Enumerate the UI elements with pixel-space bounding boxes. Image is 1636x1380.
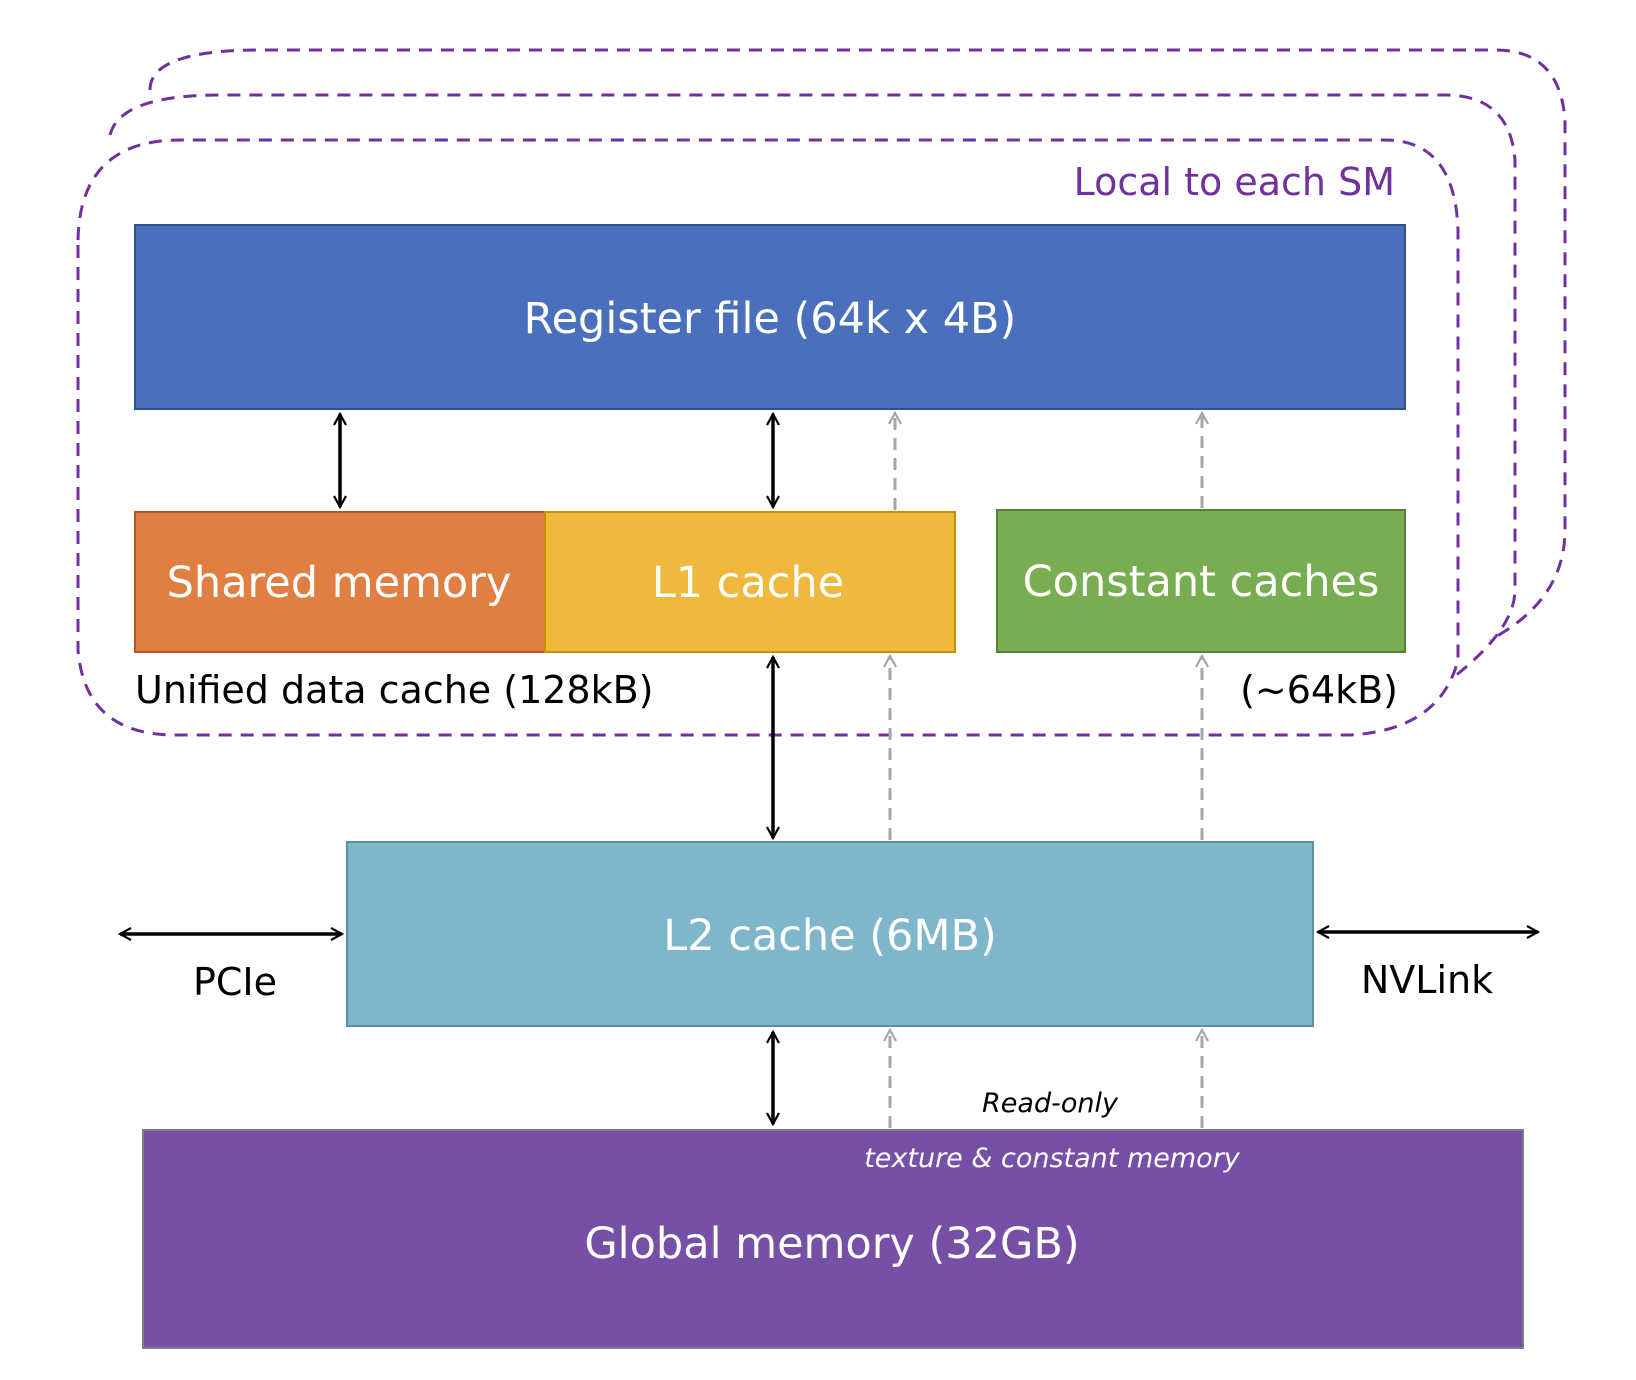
l2-cache-label: L2 cache (6MB) bbox=[663, 911, 997, 961]
global-memory-box bbox=[142, 1129, 1524, 1349]
dashed-arrows bbox=[890, 413, 1202, 1128]
register-file-box bbox=[134, 224, 1406, 410]
nvlink-label: NVLink bbox=[1361, 958, 1493, 1002]
l1-cache-box bbox=[544, 511, 956, 653]
global-memory-label: Global memory (32GB) bbox=[584, 1219, 1079, 1269]
sm-outline-middle bbox=[108, 93, 1517, 682]
l2-cache-box bbox=[346, 841, 1314, 1027]
texture-constant-label: texture & constant memory bbox=[864, 1143, 1241, 1174]
sm-outline-back bbox=[148, 48, 1567, 642]
sm-region bbox=[76, 48, 1567, 737]
read-only-label: Read-only bbox=[982, 1088, 1119, 1119]
l1-cache-label: L1 cache bbox=[652, 558, 844, 608]
unified-cache-label: Unified data cache (128kB) bbox=[135, 668, 654, 712]
pcie-label: PCIe bbox=[193, 960, 277, 1004]
sm-label: Local to each SM bbox=[1074, 160, 1395, 204]
constant-caches-label: Constant caches bbox=[1023, 557, 1380, 607]
shared-memory-label: Shared memory bbox=[167, 558, 512, 608]
shared-memory-box bbox=[134, 511, 546, 653]
solid-arrows bbox=[120, 414, 1538, 1124]
constant-size-label: (~64kB) bbox=[1240, 668, 1398, 712]
sm-outline-front bbox=[76, 138, 1460, 737]
constant-caches-box bbox=[996, 509, 1406, 653]
register-file-label: Register file (64k x 4B) bbox=[524, 294, 1017, 344]
